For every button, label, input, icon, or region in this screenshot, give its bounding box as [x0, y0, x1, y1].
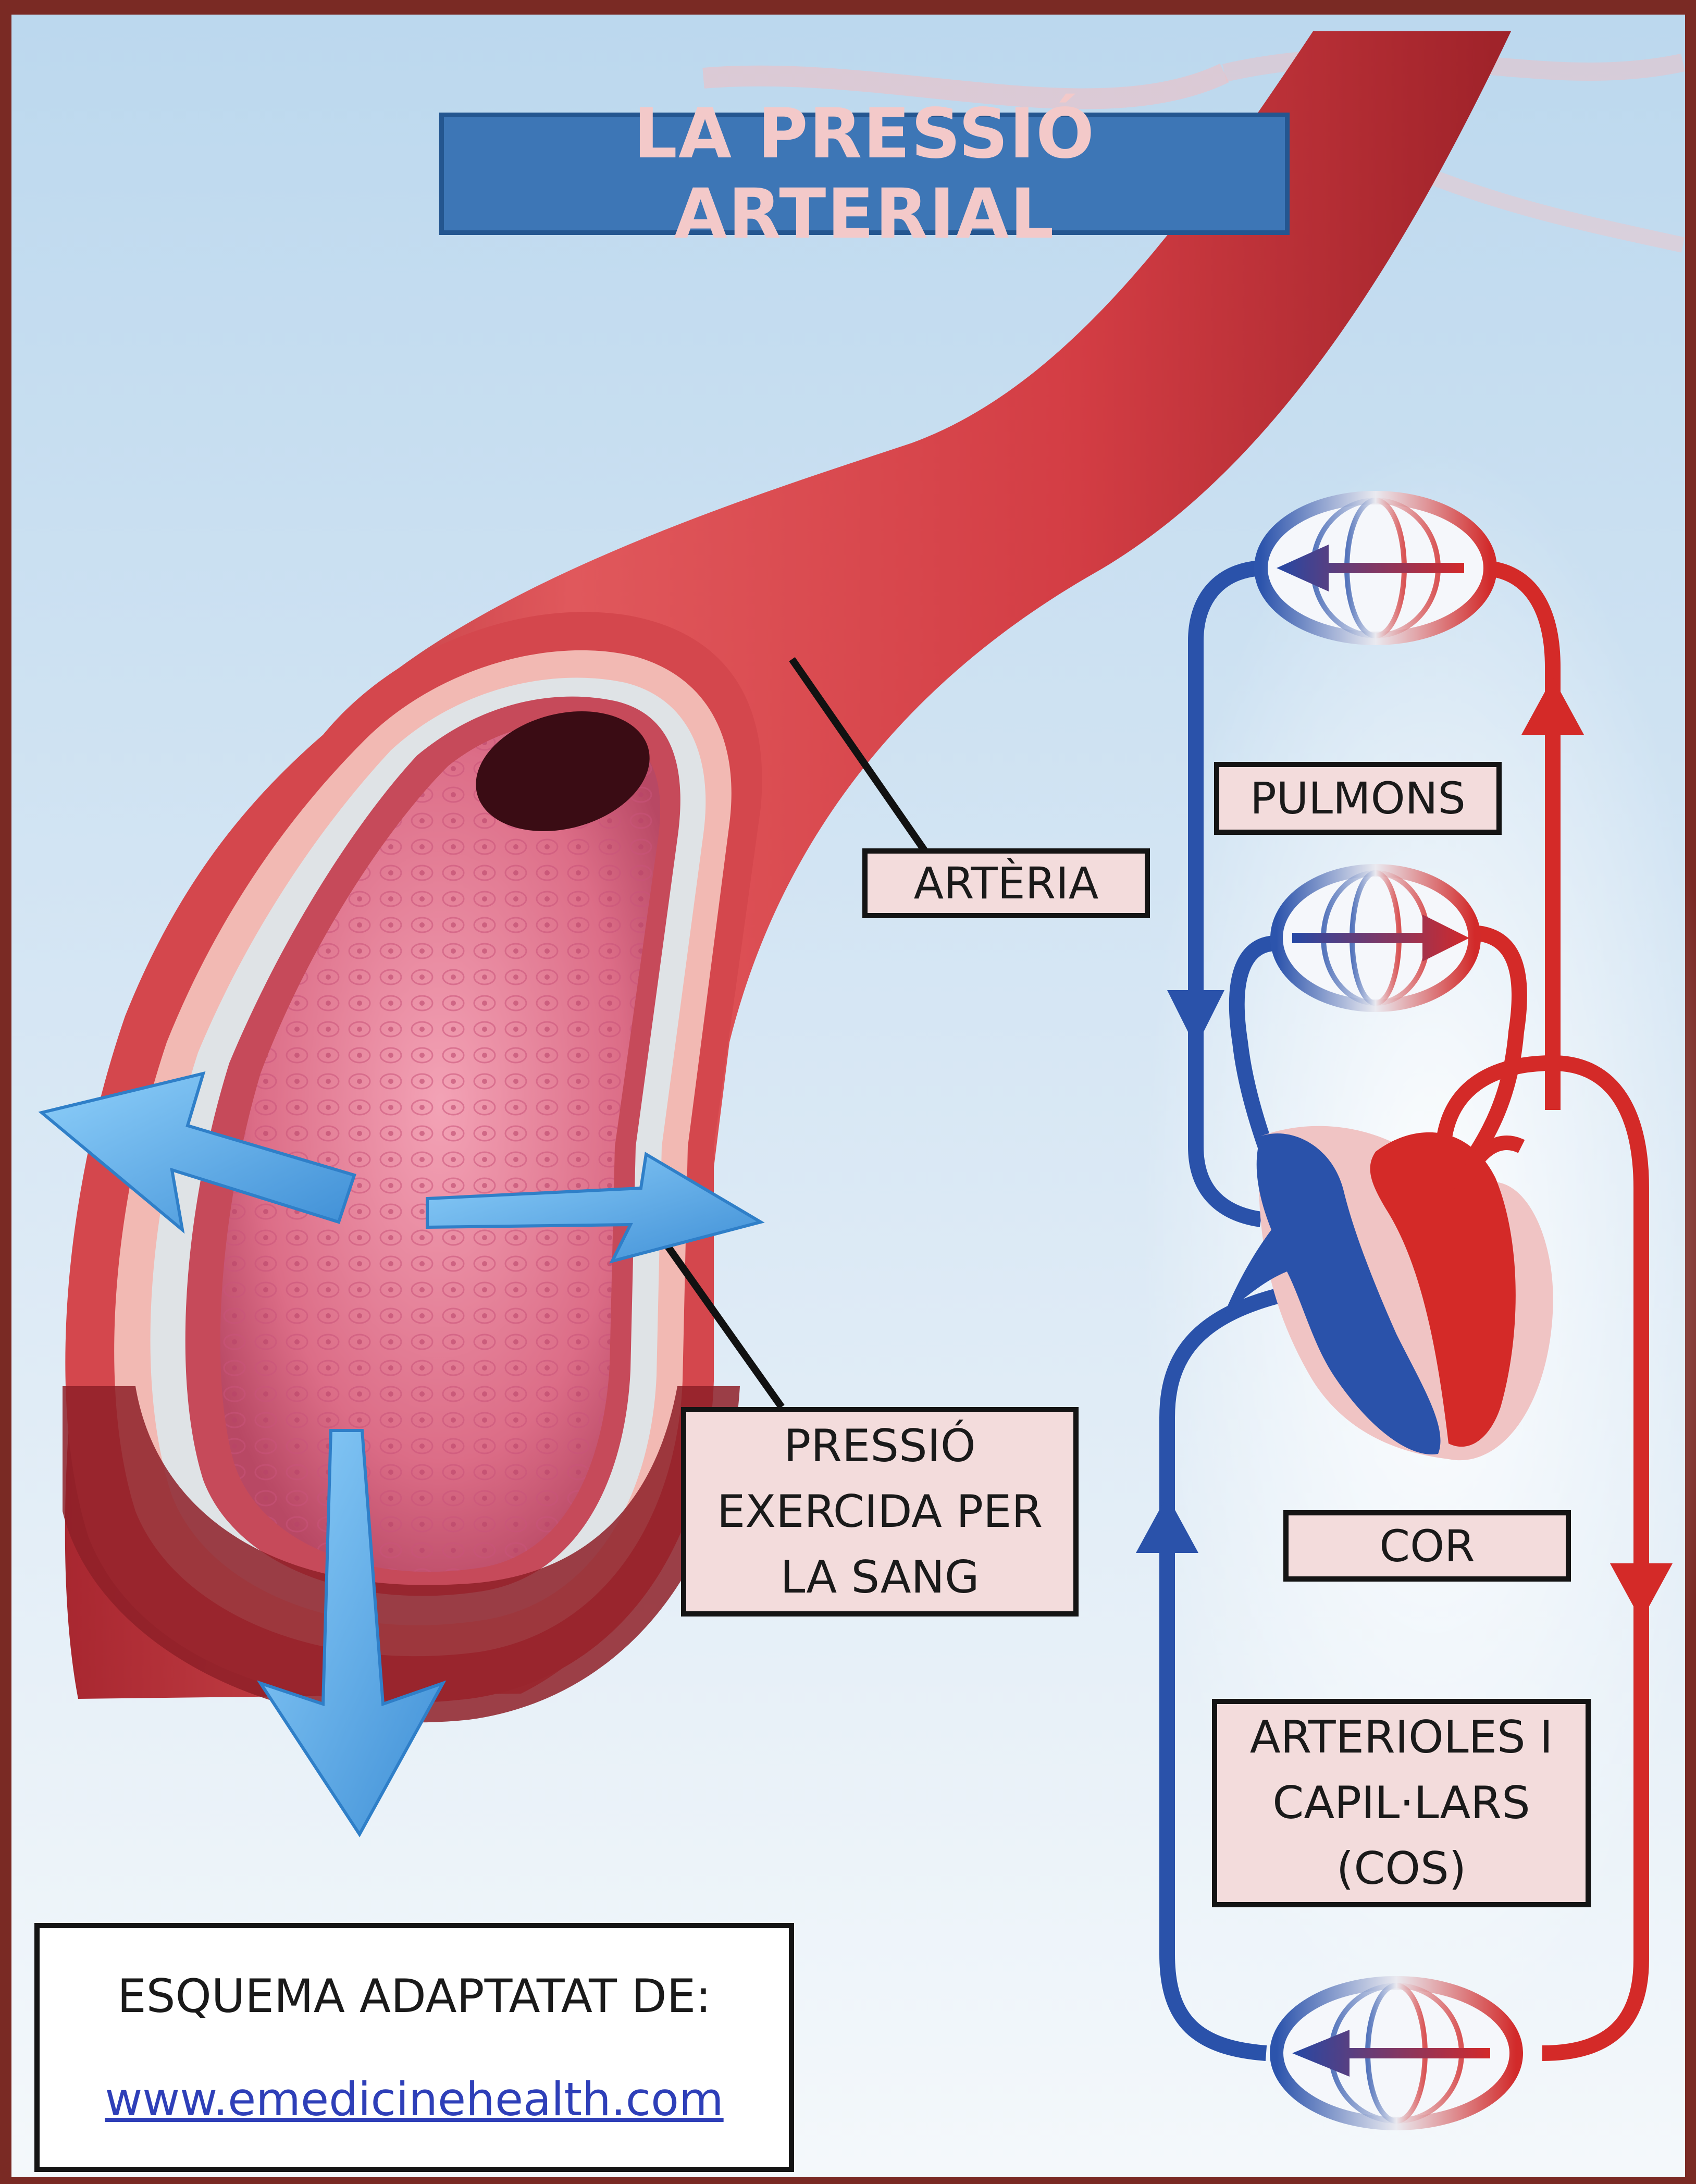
label-arterioles-line: CAPIL·LARS: [1272, 1770, 1530, 1836]
upper-body-capillary-loop: [1277, 870, 1475, 1006]
label-pressio-line: LA SANG: [780, 1545, 979, 1610]
body-capillary-loop: [1277, 1983, 1516, 2124]
lung-capillary-loop: [1261, 498, 1490, 638]
source-box: ESQUEMA ADAPTATAT DE: www.emedicinehealt…: [34, 1923, 794, 2172]
label-pressio-line: EXERCIDA PER: [717, 1479, 1043, 1545]
source-link[interactable]: www.emedicinehealth.com: [105, 2072, 723, 2126]
label-arteria: ARTÈRIA: [862, 848, 1150, 918]
label-arterioles-capillars: ARTERIOLES I CAPIL·LARS (COS): [1212, 1699, 1591, 1907]
source-heading: ESQUEMA ADAPTATAT DE:: [117, 1969, 711, 2023]
label-pressio-line: PRESSIÓ: [784, 1413, 975, 1479]
label-arterioles-line: ARTERIOLES I: [1250, 1705, 1553, 1770]
label-pulmons: PULMONS: [1214, 762, 1502, 835]
page-title: LA PRESSIÓ ARTERIAL: [439, 113, 1290, 235]
label-arterioles-line: (COS): [1336, 1836, 1466, 1902]
label-cor: COR: [1283, 1510, 1571, 1582]
label-pressio-exercida: PRESSIÓ EXERCIDA PER LA SANG: [681, 1407, 1079, 1617]
